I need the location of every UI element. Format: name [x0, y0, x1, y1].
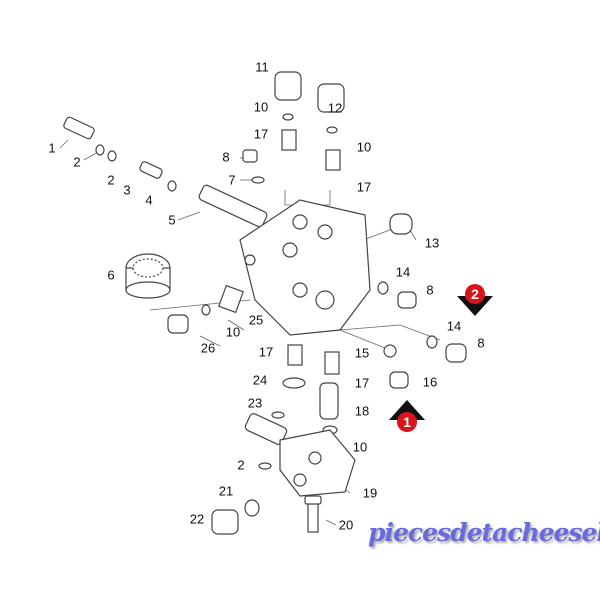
part-label: 2	[107, 172, 115, 188]
arrow-up-icon	[389, 400, 425, 432]
part-label: 10	[356, 139, 372, 155]
leader-lines	[59, 139, 441, 526]
part-label: 21	[218, 483, 234, 499]
part-label: 14	[395, 264, 411, 280]
part-label: 20	[338, 517, 354, 533]
badge-number: 2	[471, 286, 479, 302]
view-2-badge-arrow-down: 2	[455, 280, 495, 320]
pressure-gauge	[125, 253, 171, 299]
part-label: 13	[424, 235, 440, 251]
valves	[167, 71, 467, 435]
part-label: 8	[477, 335, 485, 351]
part-label: 14	[446, 318, 462, 334]
part-label: 8	[222, 149, 230, 165]
part-label: 10	[225, 324, 241, 340]
part-label: 22	[189, 511, 205, 527]
part-label: 12	[327, 100, 343, 116]
watermark: piecesdetacheeselec.com	[368, 518, 600, 547]
part-label: 7	[228, 172, 236, 188]
part-label: 2	[237, 457, 245, 473]
part-label: 8	[426, 282, 434, 298]
part-label: 11	[255, 59, 269, 75]
part-label: 18	[354, 403, 370, 419]
part-label: 5	[168, 212, 176, 228]
part-label: 17	[253, 126, 269, 142]
part-label: 1	[48, 140, 56, 156]
pump-head-body	[239, 199, 371, 336]
badge-number: 1	[403, 414, 411, 430]
part-label: 17	[356, 179, 372, 195]
inlet-fittings	[63, 116, 268, 228]
part-label: 10	[352, 439, 368, 455]
part-label: 17	[354, 375, 370, 391]
lower-manifold	[211, 413, 356, 535]
arrow-down-icon	[457, 284, 493, 316]
part-label: 4	[145, 192, 153, 208]
view-1-badge-arrow-up: 1	[387, 398, 427, 438]
part-label: 2	[73, 154, 81, 170]
part-label: 15	[354, 345, 370, 361]
part-label: 24	[252, 372, 268, 388]
part-label: 10	[253, 99, 269, 115]
part-label: 23	[247, 395, 263, 411]
part-label: 19	[362, 485, 378, 501]
part-label: 16	[422, 374, 438, 390]
part-label: 17	[258, 344, 274, 360]
part-label: 25	[248, 312, 264, 328]
part-label: 6	[107, 267, 115, 283]
part-label: 3	[123, 182, 131, 198]
part-label: 26	[200, 340, 216, 356]
